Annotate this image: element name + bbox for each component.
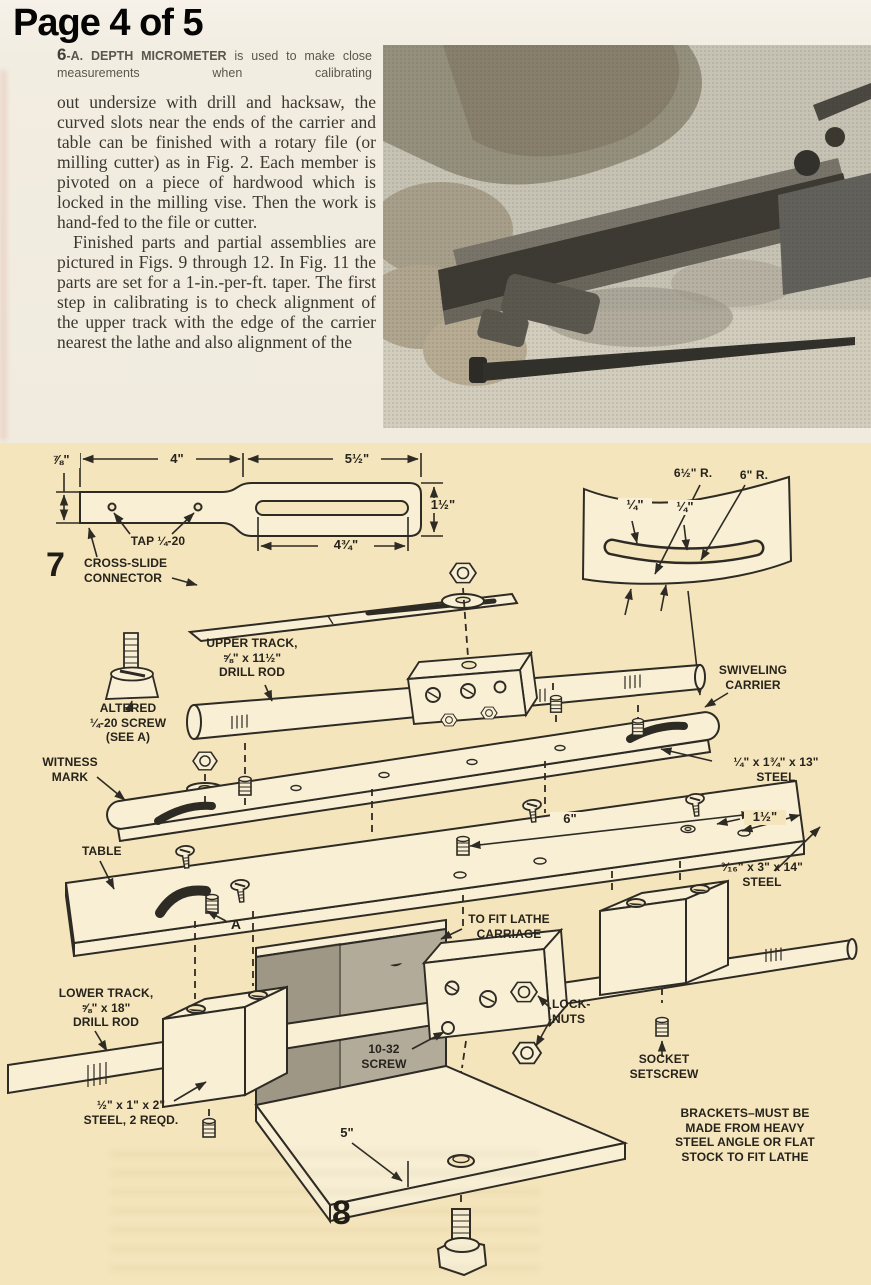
- paragraph-1: out undersize with drill and hacksaw, th…: [57, 92, 376, 232]
- paragraph-2: Finished parts and partial assemblies ar…: [57, 232, 376, 352]
- dim-four-three-quarter: 4¾": [318, 537, 374, 553]
- table-stock-label: ³⁄₁₆" x 3" x 14" STEEL: [721, 860, 803, 889]
- screw-10-32-label: 10-32 SCREW: [361, 1042, 407, 1071]
- radius-inner-label: 6" R.: [739, 468, 769, 482]
- base-dim-label: 5": [330, 1125, 364, 1141]
- table-span-label: 6": [550, 811, 590, 827]
- dim-seven-eighths: ⅞": [42, 452, 80, 468]
- cross-slide-connector-label: CROSS-SLIDE CONNECTOR: [84, 556, 168, 585]
- scan-edge-artifact: [0, 70, 7, 440]
- carrier-setscrew: [631, 717, 645, 737]
- micrometer-block: [406, 650, 538, 727]
- adjusting-block: [411, 927, 568, 1065]
- quarter-offset-a: ¼": [618, 497, 652, 513]
- lock-nuts-label: LOCK- NUTS: [552, 997, 591, 1026]
- radius-outer-label: 6½" R.: [673, 466, 713, 480]
- dim-four: 4": [158, 451, 196, 467]
- print-bleed-through: [110, 1150, 540, 1275]
- brackets-note-label: BRACKETS–MUST BE MADE FROM HEAVY STEEL A…: [675, 1106, 815, 1164]
- witness-mark-label: WITNESS MARK: [42, 755, 98, 784]
- caption-fig-number: 6: [57, 45, 67, 64]
- left-guide-block: [162, 985, 288, 1109]
- socket-setscrew-label: SOCKET SETSCREW: [629, 1052, 699, 1081]
- right-guide-block: [599, 879, 729, 997]
- block-stock-label: ½" x 1" x 2" STEEL, 2 REQD.: [83, 1098, 179, 1127]
- swiveling-carrier-part: [106, 711, 720, 843]
- caption-bold: -A. DEPTH MICROMETER: [66, 49, 235, 63]
- fig7-dimensions: [56, 453, 443, 587]
- fig8-number: 8: [332, 1196, 351, 1230]
- figure-6a-caption: 6-A. DEPTH MICROMETER is used to make cl…: [57, 46, 372, 82]
- mounting-bolt: [436, 1208, 488, 1277]
- detail-a-stud: [205, 893, 219, 914]
- page-indicator: Page 4 of 5: [13, 2, 204, 44]
- figure-7-8-diagram: 7 CROSS-SLIDE CONNECTOR TAP ¼-20 ⅞" 4" 5…: [0, 443, 871, 1285]
- article-text: out undersize with drill and hacksaw, th…: [57, 92, 376, 352]
- table-label: TABLE: [82, 844, 122, 858]
- figure-6a-photo: [363, 45, 871, 428]
- tap-label: TAP ¼-20: [130, 534, 186, 548]
- quarter-offset-b: ¼": [668, 499, 702, 515]
- lower-track-label: LOWER TRACK, ⅝" x 18" DRILL ROD: [58, 986, 154, 1029]
- cross-slide-connector-part: [79, 482, 422, 537]
- to-fit-lathe-label: TO FIT LATHE CARRIAGE: [468, 912, 550, 941]
- caption-text: is used to make close measurements when …: [57, 49, 372, 80]
- socket-setscrew-part: [655, 1016, 669, 1037]
- assembly-dashed-lines: [194, 587, 681, 1205]
- lower-leaders: [94, 1030, 207, 1102]
- detail-a-ref: A: [230, 916, 242, 932]
- swiveling-carrier-label: SWIVELING CARRIER: [718, 663, 788, 692]
- upper-track-label: UPPER TRACK, ⅝" x 11½" DRILL ROD: [206, 636, 298, 679]
- table-stud: [456, 835, 470, 856]
- altered-screw-label: ALTERED ¼-20 SCREW (SEE A): [89, 701, 167, 744]
- altered-screw-part: [104, 632, 160, 713]
- carrier-stock-label: ¼" x 1¾" x 13" STEEL: [733, 755, 819, 784]
- dim-one-half-connector: 1½": [422, 497, 464, 513]
- dim-five-half: 5½": [333, 451, 381, 467]
- carrier-setscrew: [549, 694, 563, 714]
- fig7-number: 7: [46, 546, 66, 584]
- bracket-dimension: [351, 928, 463, 1187]
- photo-art: [363, 45, 871, 428]
- carrier-width-label: 1½": [744, 809, 786, 825]
- carrier-setscrew: [238, 775, 252, 796]
